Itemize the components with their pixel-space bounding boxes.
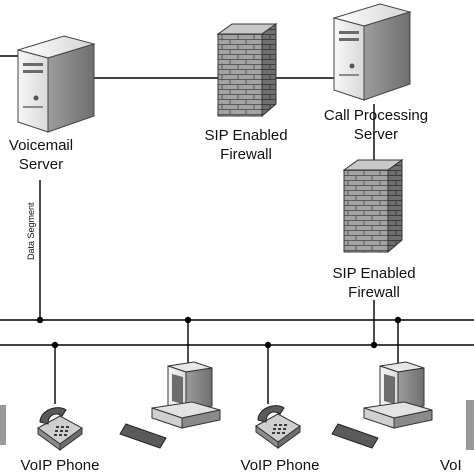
server-tower-icon: [333, 3, 411, 101]
voip-phone-label-3: VoI: [440, 457, 462, 474]
brick-firewall-icon: [217, 23, 277, 117]
cropped-device-left: [0, 405, 6, 445]
desk-phone-icon: [255, 405, 301, 449]
desk-phone-icon: [37, 407, 83, 451]
junction-dots: [36, 316, 402, 349]
voip-phone-label-2: VoIP Phone: [240, 457, 320, 474]
voip-phone-label-1: VoIP Phone: [20, 457, 100, 474]
cropped-device-right: [466, 400, 474, 450]
firewall-right-label: SIP Enabled Firewall: [332, 265, 416, 301]
computer-workstation-icon: [119, 361, 221, 449]
firewall-top-label: SIP Enabled Firewall: [204, 127, 288, 163]
brick-firewall-icon: [343, 159, 403, 253]
call-processing-server-label: Call Processing Server: [323, 107, 429, 143]
data-segment-label: Data Segment: [26, 202, 36, 260]
computer-workstation-icon: [331, 361, 433, 449]
voicemail-server-label: Voicemail Server: [8, 137, 74, 173]
server-tower-icon: [17, 35, 95, 133]
